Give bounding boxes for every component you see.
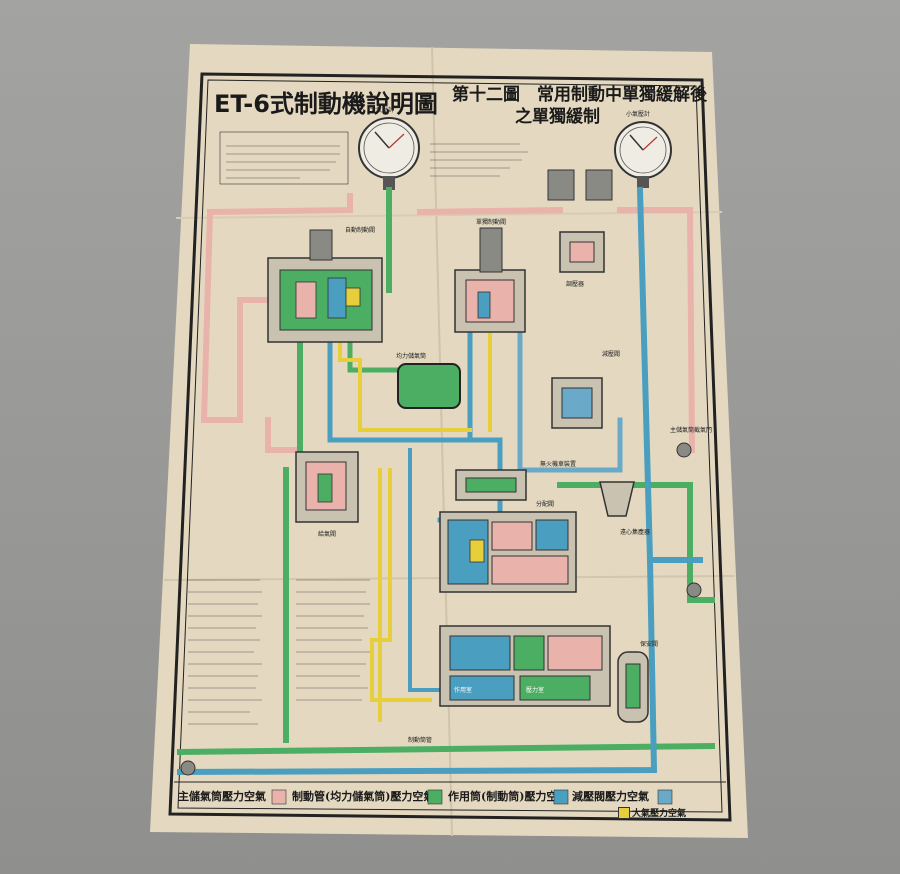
legend-item-application: 作用筒(制動筒)壓力空氣: [448, 789, 569, 805]
pump-governor-label: 調壓器: [566, 280, 584, 288]
legend-swatch-main-reservoir: [271, 789, 287, 805]
dead-engine-fixture-label: 無火機車裝置: [540, 460, 576, 468]
svg-text:主儲氣筒壓力空氣: 主儲氣筒壓力空氣: [178, 789, 266, 803]
brake-pipe-cock-icon: [686, 582, 702, 598]
gauge-left-label: 大氣壓計: [370, 106, 394, 114]
independent-brake-valve-label: 單獨制動閥: [476, 218, 506, 226]
distributing-valve-label: 分配閥: [536, 500, 554, 508]
brake-cylinder-pipe-label: 制動筒管: [408, 736, 432, 744]
pipe-main-reservoir-left: [200, 193, 353, 423]
svg-text:作用筒(制動筒)壓力空氣: 作用筒(制動筒)壓力空氣: [448, 789, 568, 803]
equalizing-reservoir-label: 均力儲氣筒: [396, 352, 426, 360]
automatic-brake-valve: 自動制動閥: [267, 226, 383, 343]
feed-valve-label: 給氣閥: [318, 530, 336, 538]
pump-governor: 調壓器: [547, 169, 613, 288]
legend-item-brake-pipe: 制動管(均力儲氣筒)壓力空氣: [292, 789, 443, 805]
automatic-brake-valve-label: 自動制動閥: [345, 226, 375, 234]
dirt-collector-label: 遠心集塵器: [620, 528, 650, 536]
legend-item-main-reservoir: 主儲氣筒壓力空氣: [178, 789, 287, 805]
centrifugal-dirt-collector: 遠心集塵器: [599, 481, 650, 536]
dead-engine-fixture: 無火機車裝置: [455, 460, 576, 501]
main-reservoir-cock: 主儲氣筒截氣門: [670, 426, 712, 458]
pipe-atmosphere-lower: [370, 468, 432, 722]
legend-swatch-reducing: [657, 789, 673, 805]
gauge-right-label: 小氣壓計: [626, 110, 650, 118]
poster-frame: [168, 72, 732, 822]
gauge-right: 小氣壓計: [614, 110, 672, 188]
pipe-application-loop: [327, 297, 473, 443]
pipe-brake-green: [176, 187, 716, 756]
pipe-application-down: [408, 448, 442, 692]
feed-valve: 給氣閥: [295, 451, 359, 538]
legend-swatch-atmosphere: [618, 807, 630, 819]
notes-block-left: [219, 131, 349, 185]
main-reservoir-cock-label: 主儲氣筒截氣門: [670, 426, 712, 434]
pressure-chamber-label: 壓力室: [526, 686, 544, 694]
poster-subtitle-1: 第十二圖 常用制動中單獨緩解後: [452, 84, 708, 105]
reducing-valve-label: 減壓閥: [602, 350, 620, 358]
poster-subtitle-2: 之單獨緩制: [515, 106, 600, 127]
distributing-valve: 分配閥: [439, 500, 577, 593]
pipe-application-blue: [176, 186, 703, 776]
legend: 主儲氣筒壓力空氣 制動管(均力儲氣筒)壓力空氣 作用筒(制動筒)壓力空氣 減壓閥…: [174, 781, 726, 805]
legend-atmosphere-text: 大氣壓力空氣: [632, 809, 687, 819]
svg-text:制動管(均力儲氣筒)壓力空氣: 制動管(均力儲氣筒)壓力空氣: [292, 789, 434, 803]
independent-brake-valve: 單獨制動閥: [454, 218, 526, 333]
svg-text:減壓閥壓力空氣: 減壓閥壓力空氣: [572, 789, 649, 803]
pipe-main-reservoir-feed: [265, 417, 303, 453]
gauge-left: 大氣壓計: [358, 106, 420, 190]
legend-item-reducing: 減壓閥壓力空氣: [572, 789, 673, 805]
parts-list: [188, 579, 370, 725]
safety-valve: 保安閥: [617, 640, 658, 723]
distributing-valve-lower: 作用室 壓力室: [439, 625, 611, 707]
legend-swatch-brake-pipe: [427, 789, 443, 805]
poster-frame-inner: [177, 79, 723, 813]
legend-swatch-application: [553, 789, 569, 805]
bottom-left-cock-icon: [180, 760, 196, 776]
application-chamber-label: 作用室: [454, 686, 472, 694]
pipe-reducing: [517, 327, 623, 473]
equalizing-reservoir: 均力儲氣筒: [396, 352, 461, 409]
reducing-valve: 減壓閥: [551, 350, 620, 429]
safety-valve-label: 保安閥: [640, 640, 658, 648]
poster-title: ET-6式制動機說明圖: [214, 90, 438, 118]
notes-block-middle: [430, 143, 528, 177]
